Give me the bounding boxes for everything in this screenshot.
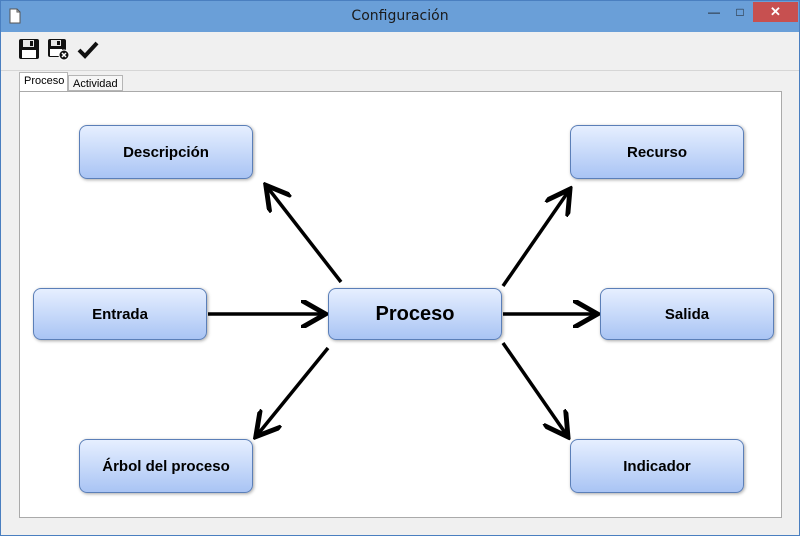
checkmark-icon xyxy=(77,41,99,59)
toolbar xyxy=(1,32,799,71)
save-and-close-button[interactable] xyxy=(46,37,70,61)
save-and-close-icon xyxy=(48,39,70,61)
node-arbol-del-proceso[interactable]: Árbol del proceso xyxy=(79,439,253,493)
node-indicador[interactable]: Indicador xyxy=(570,439,744,493)
node-proceso[interactable]: Proceso xyxy=(328,288,502,340)
node-entrada[interactable]: Entrada xyxy=(33,288,207,340)
minimize-button[interactable]: — xyxy=(708,5,720,19)
document-icon xyxy=(9,8,21,24)
node-descripcion[interactable]: Descripción xyxy=(79,125,253,179)
save-icon xyxy=(19,39,39,59)
tab-actividad[interactable]: Actividad xyxy=(68,75,123,91)
tab-proceso[interactable]: Proceso xyxy=(19,72,68,92)
node-recurso[interactable]: Recurso xyxy=(570,125,744,179)
confirm-button[interactable] xyxy=(76,37,100,61)
title-bar: Configuración — □ ✕ xyxy=(1,1,799,32)
maximize-button[interactable]: □ xyxy=(736,5,744,19)
save-button[interactable] xyxy=(17,37,41,61)
node-salida[interactable]: Salida xyxy=(600,288,774,340)
window-title: Configuración xyxy=(351,8,449,24)
close-button[interactable]: ✕ xyxy=(753,2,798,22)
